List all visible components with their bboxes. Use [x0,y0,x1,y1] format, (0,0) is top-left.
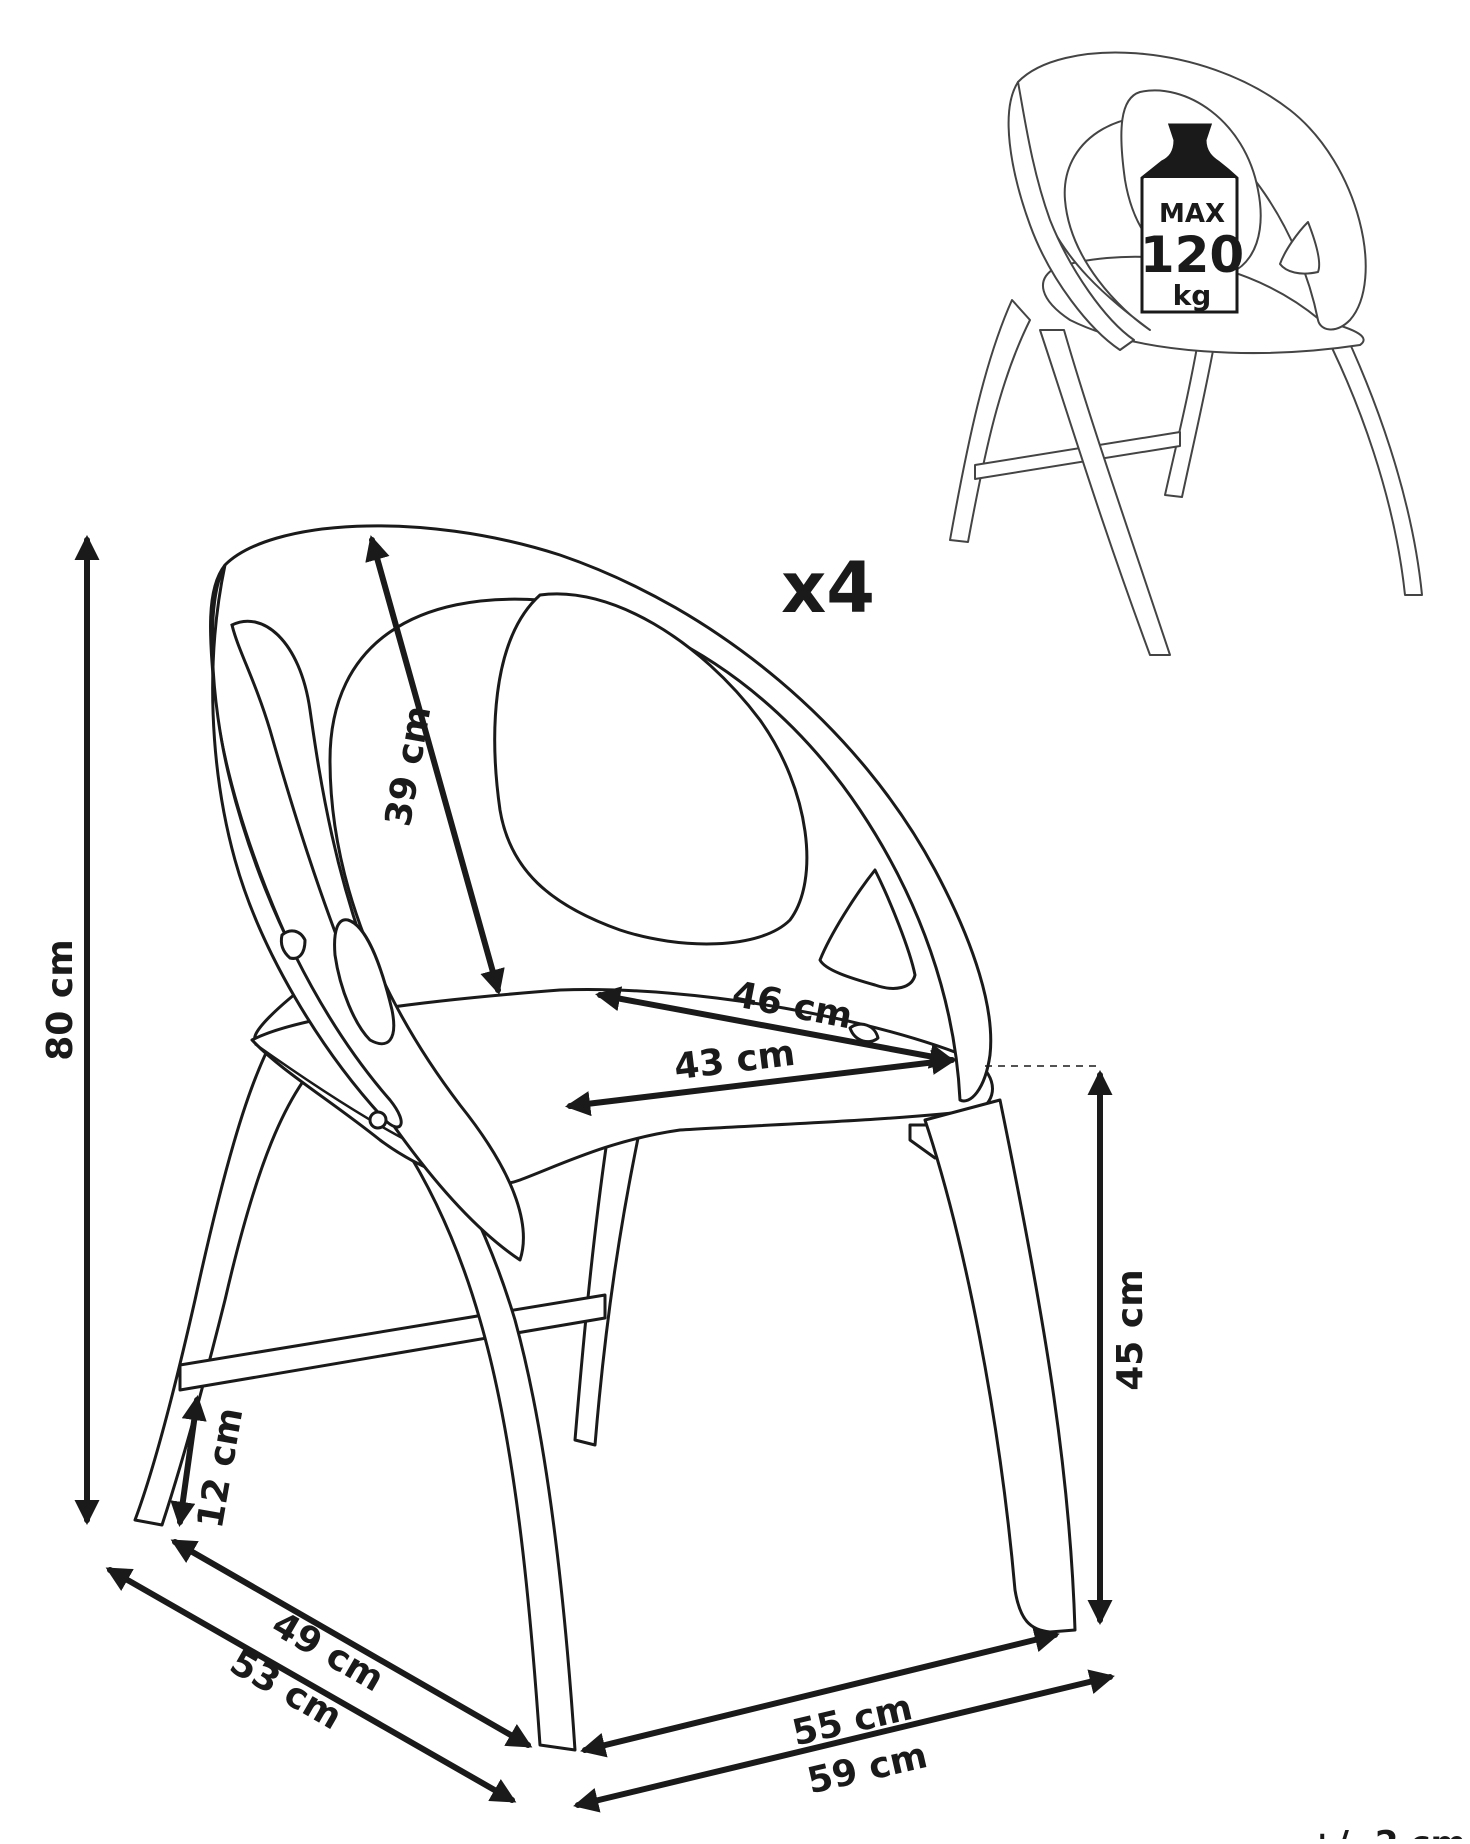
quantity-label: x4 [781,547,875,629]
label-stretcher-height: 12 cm [190,1405,251,1532]
tolerance-note: +/- 2 cm [1308,1824,1466,1839]
small-chair-illustration: MAX 120 kg [949,51,1423,656]
main-chair-illustration [133,524,1077,1752]
max-load-line1: MAX [1159,199,1225,229]
dimension-lines [74,534,1115,1813]
max-load-line2: 120 [1140,226,1244,284]
max-load-line3: kg [1173,279,1212,312]
label-backrest-height: 39 cm [378,703,439,830]
label-seat-height: 45 cm [1110,1269,1151,1390]
weight-icon: MAX 120 kg [1140,123,1244,314]
label-total-height: 80 cm [40,939,81,1060]
